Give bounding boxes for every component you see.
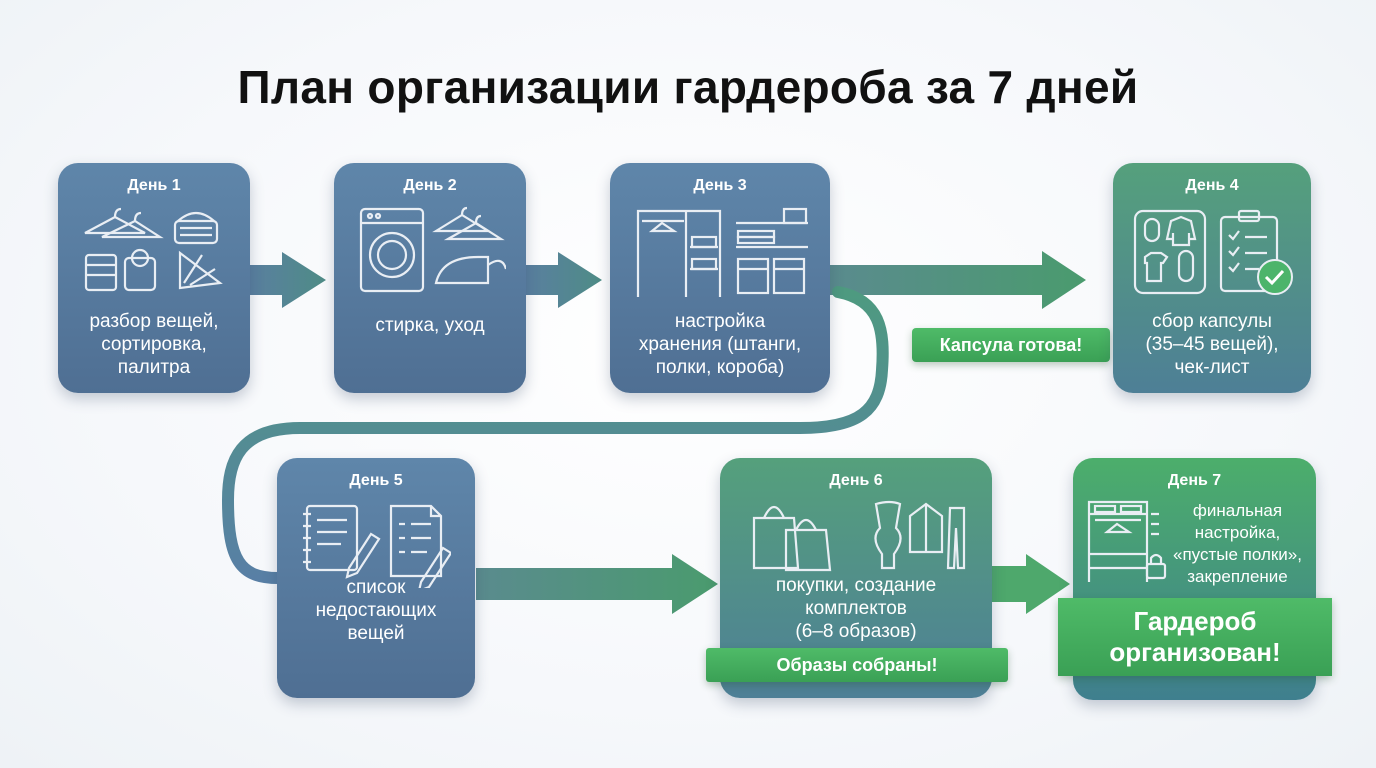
notes-checklist-icon bbox=[303, 504, 451, 588]
day7-label: День 7 bbox=[1167, 472, 1222, 489]
wardrobe-organized-banner: Гардероб организован! bbox=[1058, 598, 1332, 676]
organized-wardrobe-icon bbox=[1087, 500, 1167, 582]
arrow-day5-day6 bbox=[476, 554, 718, 614]
day4-label: День 4 bbox=[1185, 177, 1239, 194]
day4-desc: сбор капсулы (35–45 вещей), чек-лист bbox=[1145, 311, 1279, 378]
day2-desc: стирка, уход bbox=[375, 315, 485, 336]
shopping-outfits-icon bbox=[752, 500, 966, 572]
day5-label: День 5 bbox=[349, 472, 403, 489]
closet-shelves-icon bbox=[636, 207, 808, 297]
capsule-ready-banner: Капсула готова! bbox=[912, 328, 1110, 362]
arrow-day1-day2 bbox=[250, 252, 326, 308]
outfits-ready-banner: Образы собраны! bbox=[706, 648, 1008, 682]
arrow-day6-day7 bbox=[992, 554, 1070, 614]
day6-label: День 6 bbox=[829, 472, 883, 489]
page-title: План организации гардероба за 7 дней bbox=[237, 61, 1139, 113]
arrow-day2-day3 bbox=[526, 252, 602, 308]
day3-card: День 3 настройка хранения (штанги, полки… bbox=[610, 163, 830, 393]
day1-card: День 1 разбор вещей, сортировка, палитра bbox=[58, 163, 250, 393]
curve-day3-day5 bbox=[221, 286, 889, 584]
washer-iron-icon bbox=[359, 206, 506, 293]
day6-desc: покупки, создание комплектов (6–8 образо… bbox=[775, 575, 937, 642]
day3-label: День 3 bbox=[693, 177, 747, 194]
day2-label: День 2 bbox=[403, 177, 457, 194]
capsule-checklist-icon bbox=[1133, 209, 1293, 295]
day5-card: День 5 список недостающих вещей bbox=[277, 458, 475, 698]
day4-card: День 4 сбор капсулы (35–45 вещей), чек-л… bbox=[1113, 163, 1311, 393]
day5-desc: список недостающих вещей bbox=[315, 577, 437, 644]
day2-card: День 2 стирка, уход bbox=[334, 163, 526, 393]
day7-desc: финальная настройка, «пустые полки», зак… bbox=[1173, 501, 1302, 586]
hangers-basket-icon bbox=[84, 207, 223, 292]
day3-desc: настройка хранения (штанги, полки, короб… bbox=[638, 311, 802, 378]
day1-label: День 1 bbox=[127, 177, 181, 194]
arrow-day3-day4 bbox=[830, 251, 1086, 309]
day1-desc: разбор вещей, сортировка, палитра bbox=[89, 311, 219, 378]
